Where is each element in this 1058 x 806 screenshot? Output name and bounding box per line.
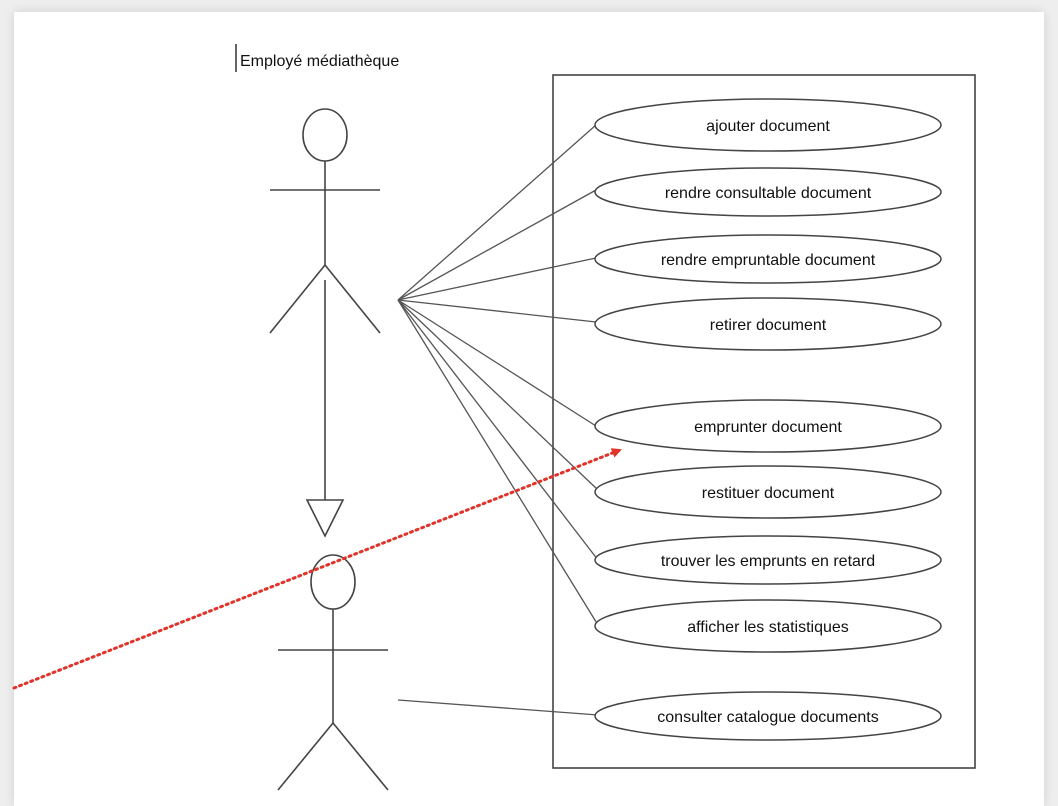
use-case-label: emprunter document [694,419,842,436]
use-case-retirer-document: retirer document [594,297,942,351]
use-case-ajouter-document: ajouter document [594,98,942,152]
association-line [397,299,599,491]
actor-right-leg [324,264,381,334]
use-case-rendre-consultable-document: rendre consultable document [594,167,942,217]
use-case-label: afficher les statistiques [687,619,849,636]
association-line [397,299,599,626]
actor-right-leg [332,722,389,791]
use-case-ellipse [594,234,942,284]
actor-employe-mediatheque [269,108,381,334]
use-case-label: consulter catalogue documents [657,709,878,726]
associations [397,124,599,716]
use-case-ellipse [594,599,942,653]
association-line [397,299,597,427]
use-case-emprunter-document: emprunter document [594,399,942,453]
use-case-ellipse [594,691,942,741]
use-case-label: restituer document [702,485,835,502]
actor-head [302,108,348,162]
association-line [397,299,599,561]
actor-top-label: Employé médiathèque [240,53,399,70]
association-line [397,257,597,301]
use-case-ellipse [594,399,942,453]
use-case-ellipse [594,535,942,585]
actor-left-leg [269,264,326,334]
association-line [397,299,597,323]
association-line [397,189,597,301]
actor-adherent [277,554,389,791]
use-case-restituer-document: restituer document [594,465,942,519]
generalization-arrow [305,280,345,538]
actor-left-leg [277,722,334,791]
association-line [397,699,599,716]
use-case-label: trouver les emprunts en retard [661,553,875,570]
use-case-consulter-catalogue: consulter catalogue documents [594,691,942,741]
use-case-ellipse [594,167,942,217]
use-case-label: ajouter document [706,118,830,135]
use-case-ellipse [594,297,942,351]
generalization-triangle [305,499,345,538]
use-case-afficher-statistiques: afficher les statistiques [594,599,942,653]
annotation-arrow [12,448,622,690]
use-case-ellipse [594,465,942,519]
use-case-label: rendre empruntable document [661,252,876,269]
use-case-ellipse [594,98,942,152]
use-case-rendre-empruntable-document: rendre empruntable document [594,234,942,284]
association-line [397,124,597,301]
use-case-label: rendre consultable document [665,185,872,202]
system-boundary [552,74,976,769]
use-case-label: retirer document [710,317,827,334]
use-case-trouver-emprunts-retard: trouver les emprunts en retard [594,535,942,585]
